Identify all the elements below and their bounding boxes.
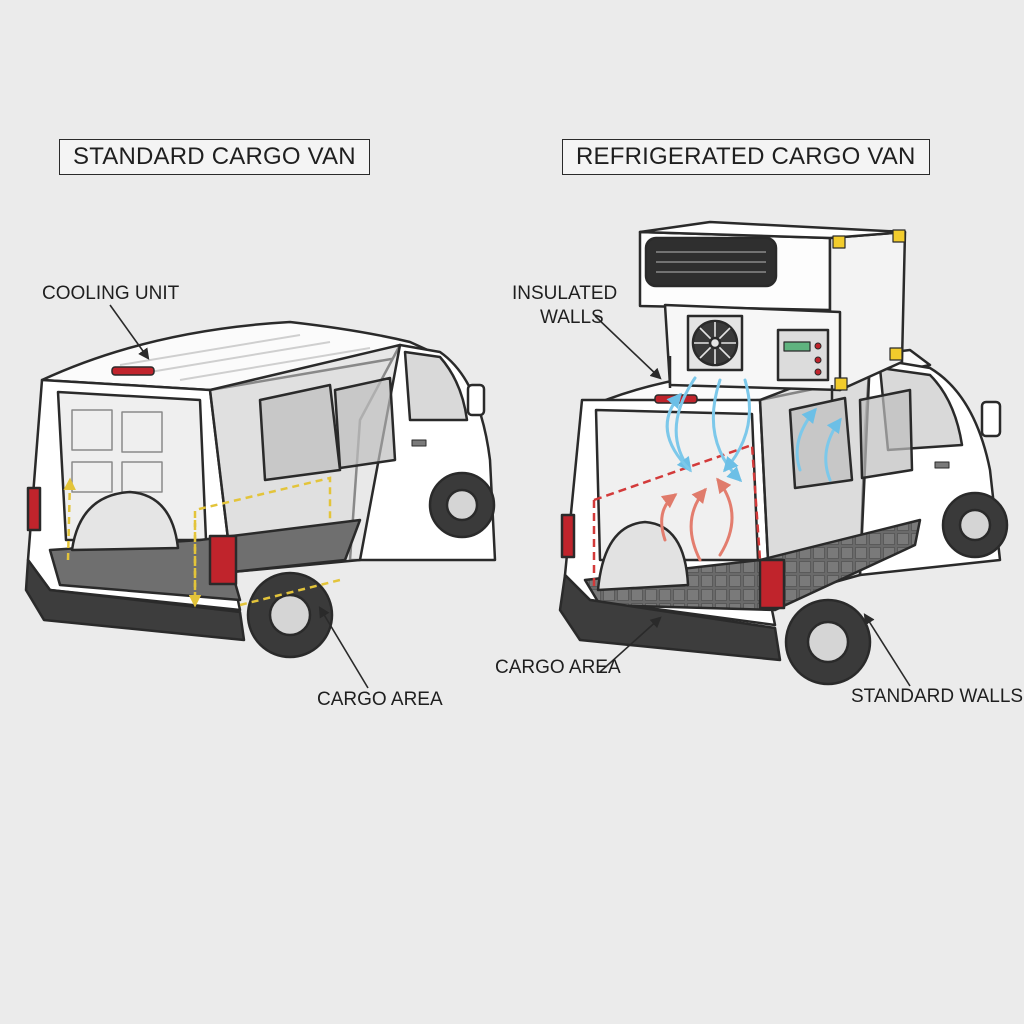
airflow-arrow-icon <box>660 376 842 562</box>
standard-walls-label: STANDARD WALLS <box>851 686 1024 707</box>
insulation-outline <box>592 443 762 590</box>
standard-van <box>24 320 497 659</box>
cargo-area-right-label: CARGO AREA <box>495 657 621 678</box>
refrigeration-unit <box>638 220 907 400</box>
insulated-walls-line-1: INSULATED <box>512 283 618 304</box>
cooling-unit-label: COOLING UNIT <box>42 283 180 304</box>
vent-grille-icon <box>644 236 778 288</box>
control-panel-icon <box>776 328 830 382</box>
cargo-area-left-label: CARGO AREA <box>317 689 443 710</box>
left-cargo-markers <box>63 476 341 608</box>
insulated-walls-line-2: WALLS <box>540 307 604 328</box>
refrigerated-van-title: REFRIGERATED CARGO VAN <box>562 139 930 175</box>
fan-icon <box>686 314 744 372</box>
standard-van-title: STANDARD CARGO VAN <box>59 139 370 175</box>
leader-lines <box>109 304 911 689</box>
insulated-walls-label: INSULATED WALLS <box>512 282 617 330</box>
refrigerated-van <box>558 348 1009 686</box>
